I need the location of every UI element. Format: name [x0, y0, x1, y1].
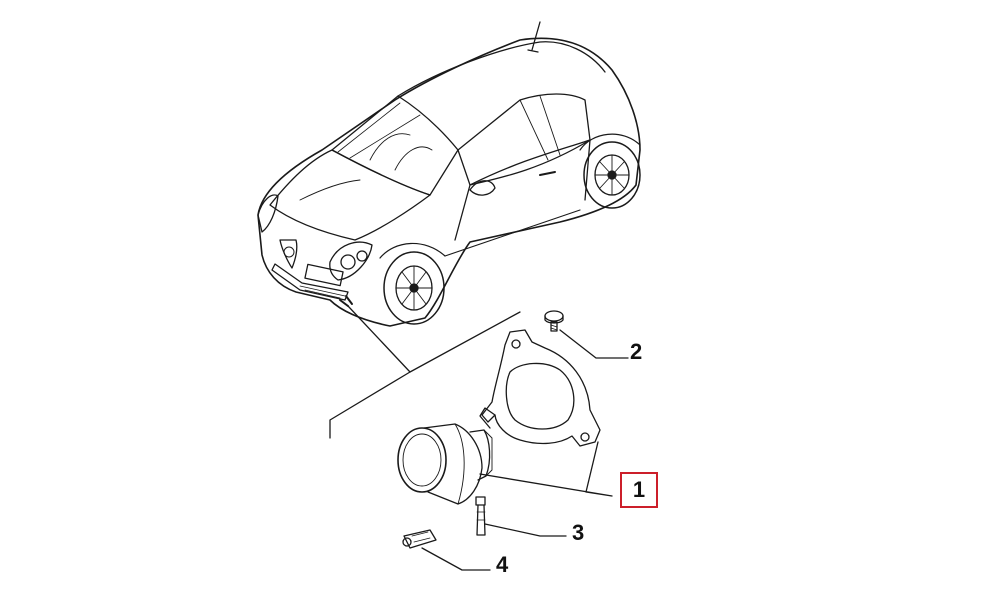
callout-line-2 — [559, 329, 629, 359]
bulb-part-4 — [402, 529, 437, 549]
screw-part-2 — [544, 310, 564, 332]
callout-line-3 — [484, 523, 567, 537]
callout-label-4: 4 — [496, 552, 509, 577]
callout-label-2: 2 — [630, 339, 643, 364]
detail-leader-line — [329, 305, 411, 439]
callout-number-1: 1 — [632, 477, 646, 502]
callout-line-1 — [479, 441, 613, 497]
detail-leader-line-2 — [409, 311, 521, 373]
fog-lamp-part-1 — [397, 423, 493, 505]
mounting-bracket — [479, 329, 601, 447]
bulb-part-3 — [475, 496, 486, 536]
callout-label-3: 3 — [572, 520, 585, 545]
callout-line-4 — [421, 547, 491, 571]
callout-label-1: 1 — [620, 472, 658, 508]
car-illustration — [257, 21, 641, 327]
